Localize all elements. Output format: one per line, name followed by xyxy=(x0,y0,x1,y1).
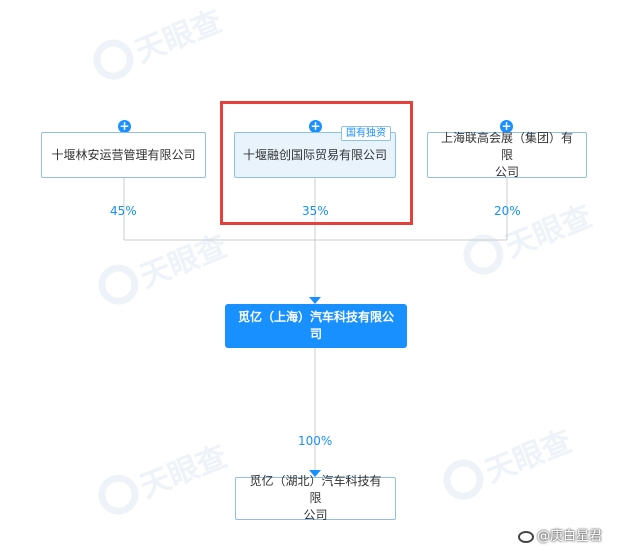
arrow-down-icon xyxy=(309,297,321,304)
weibo-credit: @庚白星君 xyxy=(518,525,602,544)
node-label: 觅亿（上海）汽车科技有限公司 xyxy=(237,310,394,341)
subsidiary-node[interactable]: 觅亿（湖北）汽车科技有限 公司 xyxy=(235,474,396,522)
highlight-box xyxy=(220,101,413,225)
weibo-icon xyxy=(518,530,534,543)
percent-label: 20% xyxy=(494,204,521,218)
percent-label: 100% xyxy=(298,434,333,448)
shareholder-node-1[interactable]: 十堰林安运营管理有限公司 xyxy=(41,132,206,178)
expand-plus-icon[interactable]: + xyxy=(118,119,131,133)
node-label: 公司 xyxy=(303,508,328,522)
node-label: 上海联高会展（集团）有限 xyxy=(440,130,573,162)
state-owned-tag: 国有独资 xyxy=(341,126,391,141)
percent-label: 45% xyxy=(110,204,137,218)
arrow-down-icon xyxy=(309,470,321,477)
node-label: 公司 xyxy=(494,164,519,179)
target-company-node[interactable]: 觅亿（上海）汽车科技有限公司 xyxy=(225,304,407,348)
expand-plus-icon[interactable]: + xyxy=(309,119,322,133)
node-label: 十堰融创国际贸易有限公司 xyxy=(243,147,388,162)
shareholder-node-3[interactable]: 上海联高会展（集团）有限 公司 xyxy=(427,130,587,179)
node-label: 十堰林安运营管理有限公司 xyxy=(51,147,196,162)
expand-plus-icon[interactable]: + xyxy=(500,119,513,133)
percent-label: 35% xyxy=(302,204,329,218)
node-label: 觅亿（湖北）汽车科技有限 xyxy=(249,474,382,505)
